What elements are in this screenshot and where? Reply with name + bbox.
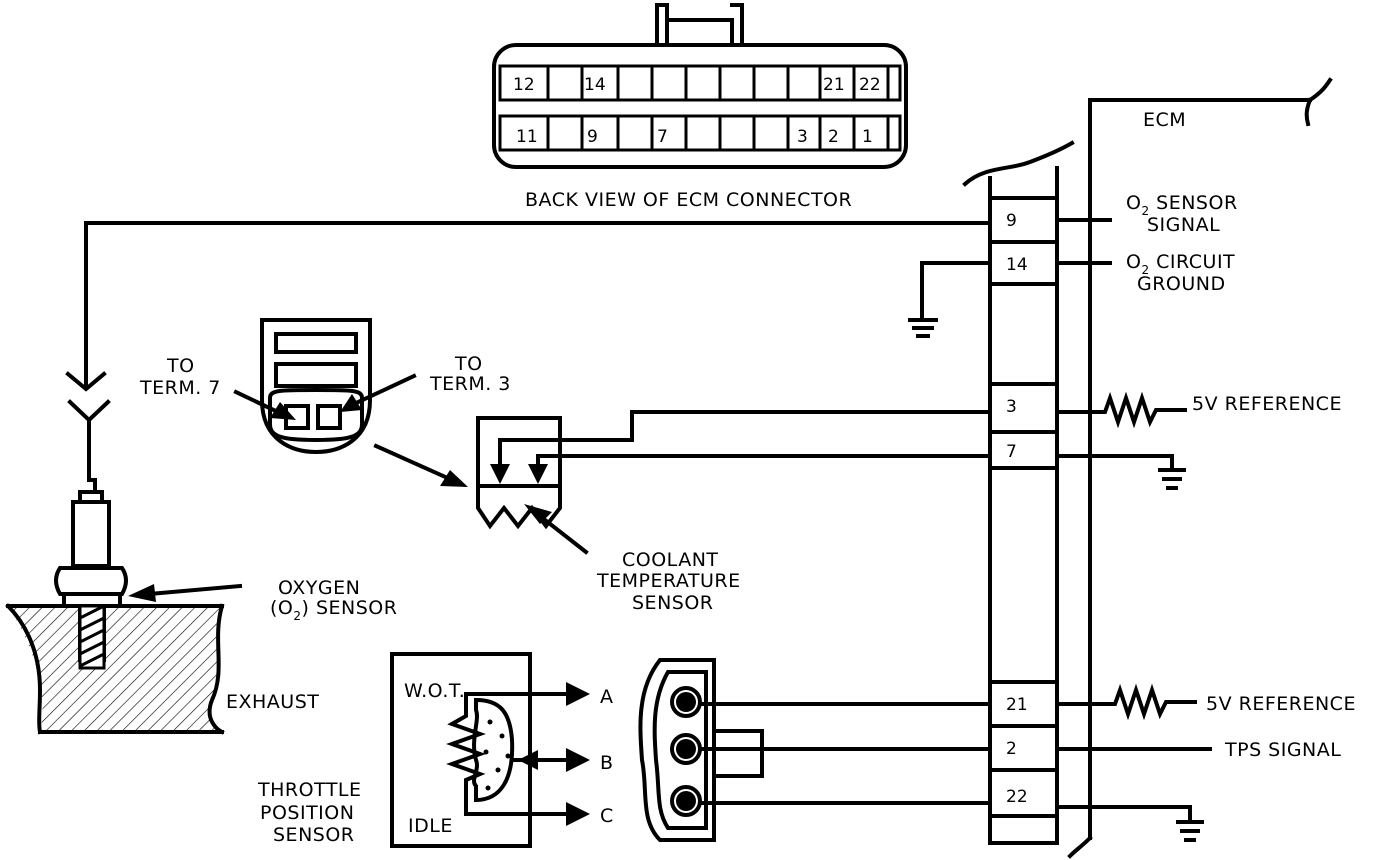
oxygen-sensor-label-1: OXYGEN bbox=[278, 577, 360, 599]
ecm-connector: 12 14 21 22 11 9 7 3 2 1 bbox=[492, 3, 908, 169]
oxygen-sensor-label-2a: (O bbox=[270, 597, 293, 619]
svg-text:O2 CIRCUIT: O2 CIRCUIT bbox=[1126, 251, 1235, 277]
tps-name-2: POSITION bbox=[260, 802, 354, 824]
o2-ground-prefix: O bbox=[1126, 251, 1141, 273]
connector-title: BACK VIEW OF ECM CONNECTOR bbox=[525, 189, 852, 211]
o2-signal-prefix: O bbox=[1126, 192, 1141, 214]
oxygen-sensor-label-2b: ) SENSOR bbox=[302, 597, 398, 619]
tps-pin-c: C bbox=[600, 805, 614, 827]
connector-cavity-dividers bbox=[546, 66, 890, 150]
tps-idle-label: IDLE bbox=[408, 815, 453, 837]
svg-text:O2 SENSOR: O2 SENSOR bbox=[1126, 192, 1238, 218]
exhaust-label: EXHAUST bbox=[226, 691, 319, 713]
to-term7-line1: TO bbox=[166, 355, 195, 377]
o2-signal-sub: 2 bbox=[1141, 204, 1149, 218]
ecm-block bbox=[962, 77, 1333, 859]
cavity-3: 3 bbox=[797, 127, 808, 147]
coolant-label-2: TEMPERATURE bbox=[596, 570, 741, 592]
ecm-terminal-21: 21 bbox=[1006, 695, 1028, 715]
ref-5v-label-b: 5V REFERENCE bbox=[1206, 693, 1356, 715]
o2-ground-sub: 2 bbox=[1141, 263, 1149, 277]
ecm-label: ECM bbox=[1143, 109, 1186, 131]
cavity-9: 9 bbox=[587, 127, 598, 147]
throttle-position-sensor bbox=[390, 652, 590, 848]
ecm-terminal-14: 14 bbox=[1006, 255, 1028, 275]
tps-name-1: THROTTLE bbox=[257, 779, 362, 801]
ecm-terminal-3: 3 bbox=[1006, 397, 1017, 417]
o2-ground-rest: CIRCUIT bbox=[1150, 251, 1236, 273]
o2-ground-line2: GROUND bbox=[1137, 273, 1226, 295]
oxygen-sensor-sub: 2 bbox=[293, 609, 301, 623]
o2-signal-line2: SIGNAL bbox=[1147, 214, 1220, 236]
to-term7-line2: TERM. 7 bbox=[139, 377, 221, 399]
o2-signal-rest: SENSOR bbox=[1150, 192, 1238, 214]
cavity-11: 11 bbox=[516, 127, 538, 147]
cavity-2: 2 bbox=[828, 127, 839, 147]
tps-signal-label: TPS SIGNAL bbox=[1224, 739, 1341, 761]
coolant-label-1: COOLANT bbox=[622, 549, 719, 571]
coolant-connector bbox=[260, 318, 372, 455]
cavity-7: 7 bbox=[657, 127, 668, 147]
ref-5v-label-a: 5V REFERENCE bbox=[1192, 393, 1342, 415]
to-term3-line2: TERM. 3 bbox=[429, 373, 511, 395]
cavity-22: 22 bbox=[859, 75, 881, 95]
coolant-label-3: SENSOR bbox=[632, 592, 714, 614]
exhaust-pipe bbox=[5, 603, 225, 735]
ecm-terminal-9: 9 bbox=[1006, 211, 1017, 231]
tps-name-3: SENSOR bbox=[273, 824, 355, 846]
coolant-temp-sensor bbox=[476, 410, 992, 555]
cavity-1: 1 bbox=[862, 127, 873, 147]
tps-wot-label: W.O.T. bbox=[404, 680, 465, 702]
tps-pin-b: B bbox=[600, 752, 614, 774]
ecm-terminal-7: 7 bbox=[1006, 442, 1017, 462]
svg-text:(O2) SENSOR: (O2) SENSOR bbox=[270, 597, 397, 623]
cavity-12: 12 bbox=[513, 75, 535, 95]
ecm-terminal-2: 2 bbox=[1006, 739, 1017, 759]
tps-pin-a: A bbox=[600, 686, 614, 708]
ecm-terminal-22: 22 bbox=[1006, 787, 1028, 807]
cavity-14: 14 bbox=[584, 75, 606, 95]
cavity-21: 21 bbox=[823, 75, 845, 95]
to-term3-line1: TO bbox=[454, 353, 483, 375]
